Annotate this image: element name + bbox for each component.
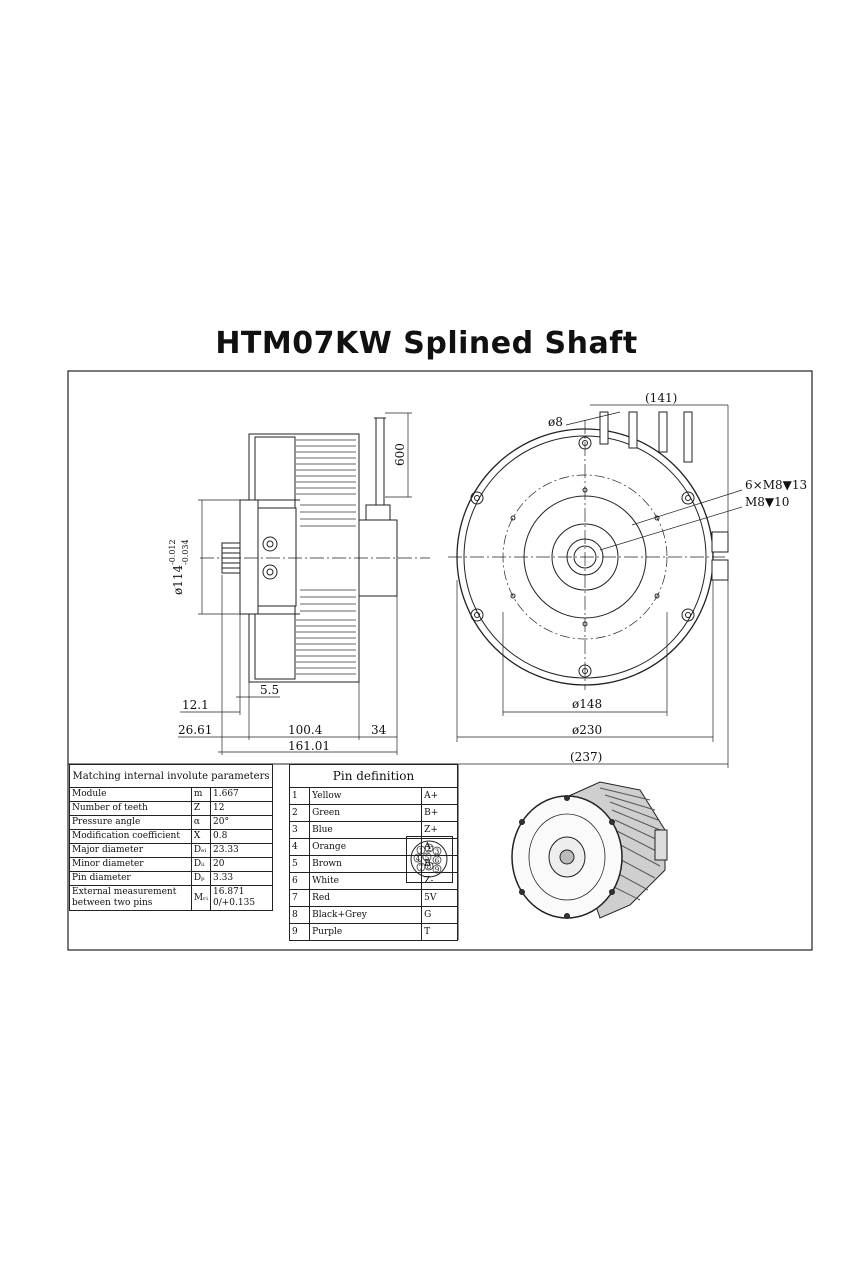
dim-230: ø230 [572,723,602,737]
connector-pin-label: 7 [419,864,423,872]
dim-5-5: 5.5 [260,683,279,697]
connector-pin-label: 2 [427,845,431,853]
dim-diameter-tol-upper: -0.012 [168,539,177,565]
drawing-title: HTM07KW Splined Shaft [215,326,638,361]
connector-pin-label: 5 [425,854,429,862]
dim-237: (237) [570,750,602,764]
connector-pinout-diagram: 1 2 3 4 5 6 7 8 9 [406,836,453,883]
pins-table-header: Pin definition [289,764,458,788]
front-view [448,404,743,768]
dim-diameter-tol-lower: -0.034 [181,539,190,565]
connector-pin-label: 1 [419,847,423,855]
connector-pin-label: 9 [435,866,439,874]
dim-12-1: 12.1 [182,698,209,712]
connector-pin-label: 3 [435,848,439,856]
connector-pin-label: 6 [435,857,440,865]
dim-bolt-6xm8: 6×M8▼13 [745,478,807,492]
connector-face-icon: 1 2 3 4 5 6 7 8 9 [410,840,448,878]
dim-26-61: 26.61 [178,723,212,737]
dim-bolt-m8: M8▼10 [745,495,789,509]
dim-100-4: 100.4 [288,723,323,737]
connector-pin-label: 4 [416,855,421,863]
motor-render [511,781,668,919]
dim-161-01: 161.01 [288,739,330,753]
dim-34: 34 [371,723,387,737]
drawing-frame [67,370,813,951]
involute-parameters-table: Matching internal involute parameters Mo… [69,764,273,911]
dim-cable-length: 600 [393,443,407,466]
dim-148: ø148 [572,697,602,711]
dim-141: (141) [645,391,677,405]
dim-hole-8: ø8 [548,415,563,429]
connector-pin-label: 8 [427,863,431,871]
dim-diameter-114: ø114 [171,565,185,595]
cooling-fins [296,439,356,675]
cable [375,417,385,506]
side-view [178,412,430,755]
params-table-header: Matching internal involute parameters [69,764,273,788]
